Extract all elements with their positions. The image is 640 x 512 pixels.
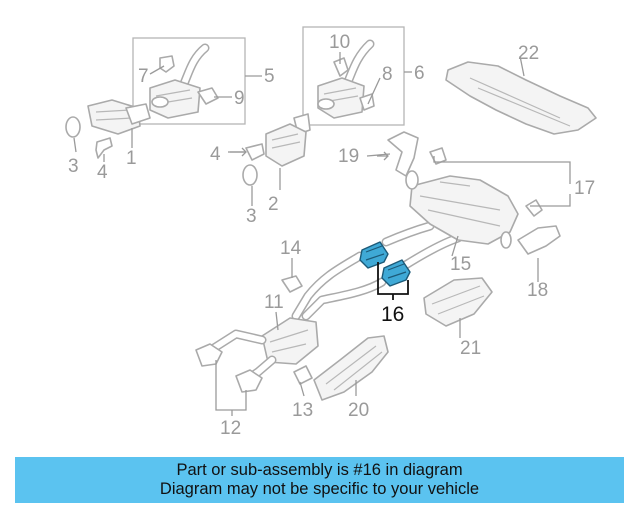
hanger-18	[517, 225, 561, 255]
callout-12: 12	[220, 418, 241, 439]
banner-line-disclaimer: Diagram may not be specific to your vehi…	[159, 480, 480, 498]
callout-19: 19	[338, 146, 359, 167]
rear-muffler	[381, 170, 519, 271]
callout-17: 17	[574, 178, 595, 199]
leader-lines	[73, 52, 571, 416]
callout-21: 21	[460, 338, 481, 359]
bracket-17	[429, 147, 543, 217]
callout-1: 1	[126, 148, 137, 169]
callout-10: 10	[329, 32, 350, 53]
hanger-19	[387, 131, 419, 177]
callout-4-left: 4	[97, 162, 108, 183]
hanger-13	[293, 365, 313, 385]
heat-shield-rear-upper	[445, 61, 597, 135]
heat-shield-21	[423, 277, 493, 327]
callout-14: 14	[280, 238, 302, 259]
callout-22: 22	[518, 43, 539, 64]
clamp-16-highlighted[interactable]	[359, 241, 411, 287]
heat-shield-20	[313, 335, 389, 401]
hanger-14	[281, 275, 303, 293]
callout-13: 13	[292, 400, 313, 421]
info-banner: Part or sub-assembly is #16 in diagram D…	[15, 457, 624, 503]
subassembly-box-5	[132, 37, 246, 125]
catalytic-converter-right	[242, 26, 405, 186]
callout-8: 8	[382, 64, 393, 85]
callout-7: 7	[138, 66, 149, 87]
clamp-12	[195, 343, 263, 393]
exhaust-system-diagram: 1 2 3 3 4 4 5 6 7 8 9 10 11 12 13 14 15 …	[65, 26, 597, 439]
callout-18: 18	[527, 280, 548, 301]
callout-9: 9	[234, 88, 245, 109]
callout-20: 20	[348, 400, 369, 421]
intermediate-pipe	[209, 251, 387, 381]
banner-line-part-info: Part or sub-assembly is #16 in diagram	[176, 461, 463, 479]
subassembly-box-6	[302, 26, 405, 126]
callout-4-right: 4	[210, 144, 221, 165]
catalytic-converter-left	[65, 37, 246, 159]
callout-3-left: 3	[68, 156, 79, 177]
callout-labels: 1 2 3 3 4 4 5 6 7 8 9 10 11 12 13 14 15 …	[68, 32, 595, 439]
callout-6: 6	[414, 63, 425, 84]
callout-2: 2	[268, 194, 279, 215]
callout-3-right: 3	[246, 206, 257, 227]
callout-16[interactable]: 16	[381, 303, 404, 326]
callout-5: 5	[264, 66, 275, 87]
callout-arrows	[230, 147, 389, 161]
callout-15: 15	[450, 254, 471, 275]
callout-11: 11	[264, 292, 284, 313]
